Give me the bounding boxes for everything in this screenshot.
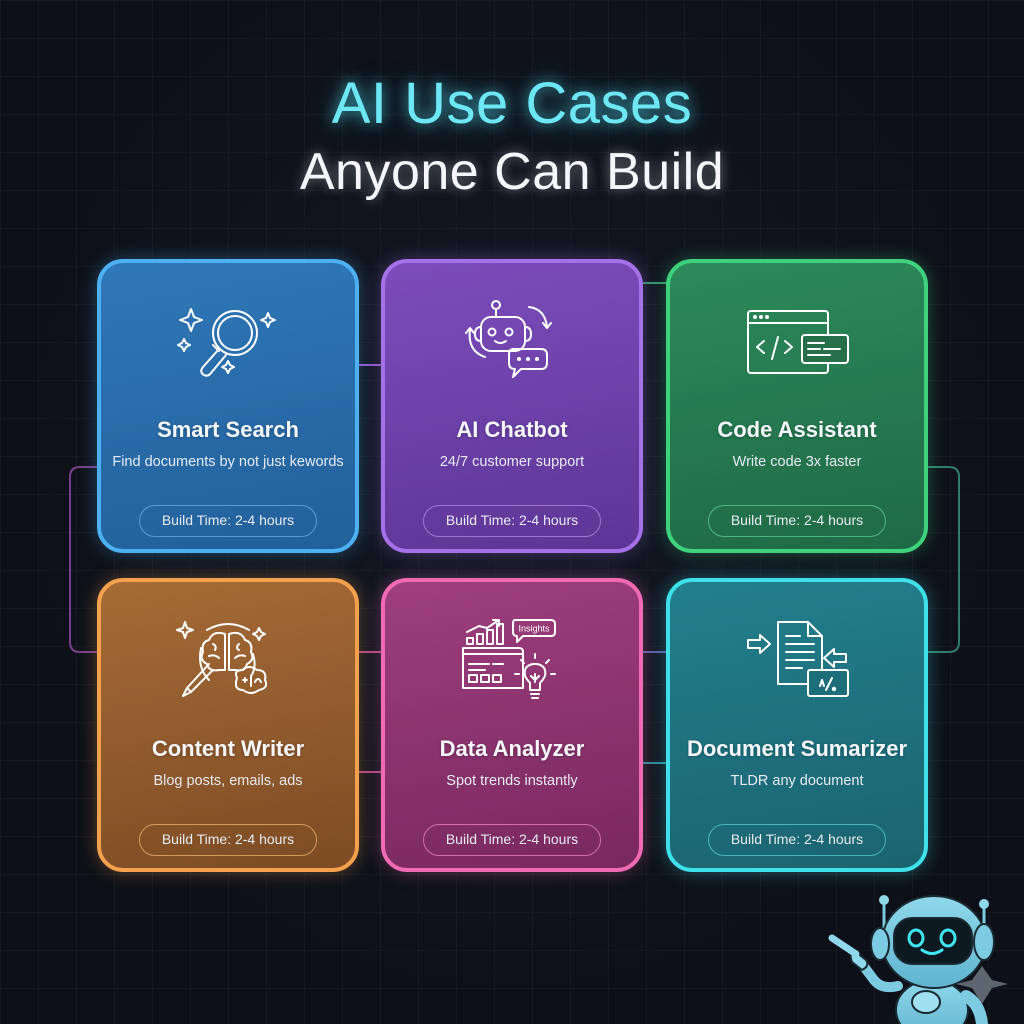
document-compress-icon [747,621,849,697]
card-description: Find documents by not just kewords [112,454,344,470]
svg-text:Insights: Insights [518,624,550,634]
brain-pen-icon [176,621,268,697]
card-title: Document Sumarizer [686,736,908,761]
title-line-1: AI Use Cases [331,71,693,136]
chart-insights-bulb-icon: Insights [462,619,556,699]
build-time-badge: Build Time: 2-4 hours [423,505,601,537]
robot-chat-bubble-icon [465,300,552,378]
card-description: TLDR any document [730,773,864,789]
build-time-badge: Build Time: 2-4 hours [423,824,601,856]
card-title: AI Chatbot [456,417,568,442]
card-title: Content Writer [151,736,305,761]
card-description: Blog posts, emails, ads [153,773,303,789]
robot-mascot-icon [828,895,1008,1024]
card-title: Smart Search [157,417,299,442]
build-time-badge: Build Time: 2-4 hours [139,505,317,537]
title-line-2: Anyone Can Build [299,143,725,201]
card-ai-chatbot[interactable]: AI Chatbot 24/7 customer support Build T… [381,259,643,553]
card-data-analyzer[interactable]: Insights Data Analyzer Spot trends insta… [381,578,643,872]
card-description: Write code 3x faster [732,454,862,470]
card-smart-search[interactable]: Smart Search Find documents by not just … [97,259,359,553]
build-time-badge: Build Time: 2-4 hours [708,824,886,856]
build-time-badge: Build Time: 2-4 hours [139,824,317,856]
build-time-badge: Build Time: 2-4 hours [708,505,886,537]
card-title: Data Analyzer [439,736,585,761]
card-code-assistant[interactable]: Code Assistant Write code 3x faster Buil… [666,259,928,553]
card-description: Spot trends instantly [446,773,578,789]
sparkle-magnifier-icon [177,308,276,377]
card-title: Code Assistant [717,417,877,442]
card-content-writer[interactable]: Content Writer Blog posts, emails, ads B… [97,578,359,872]
card-description: 24/7 customer support [439,454,585,470]
code-window-icon [747,310,849,374]
card-document-sumarizer[interactable]: Document Sumarizer TLDR any document Bui… [666,578,928,872]
